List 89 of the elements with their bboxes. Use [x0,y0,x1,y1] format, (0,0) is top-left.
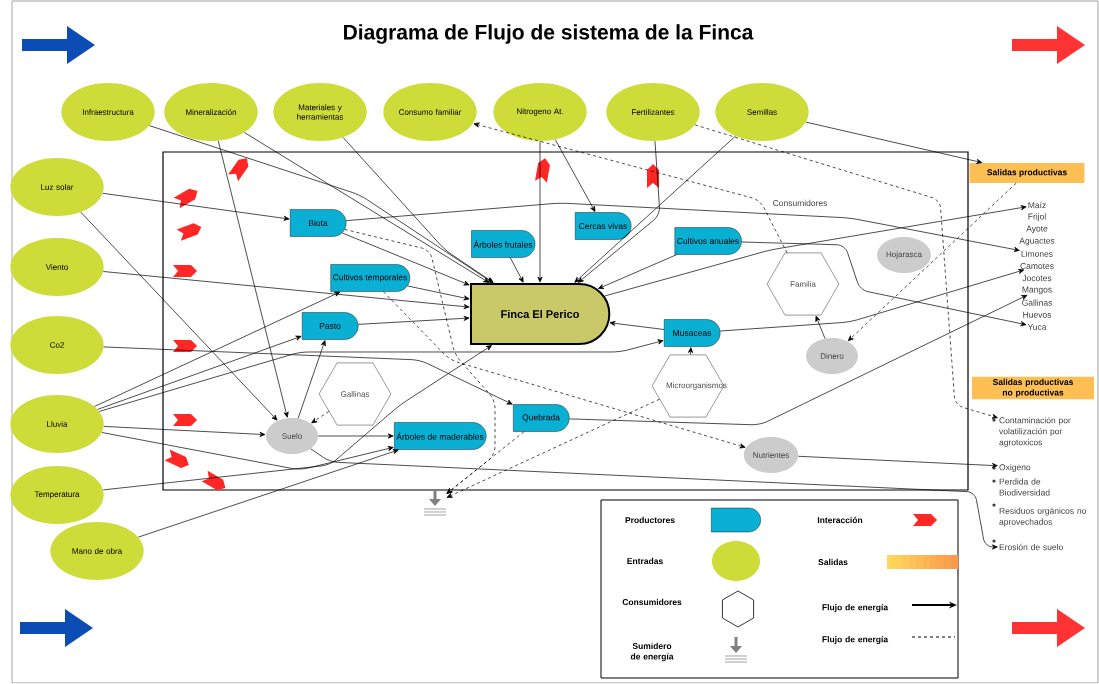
legend-label: Flujo de energía [822,603,889,612]
node-label: Residuos orgánicos no aprovechados [999,507,1087,527]
legend-label: Flujo de energía [822,635,889,644]
output-item: Residuos orgánicos no aprovechados [992,503,1087,527]
producer-box: Musaceas [663,319,721,347]
arrow [94,291,341,407]
arrow [217,140,289,418]
output-item: Yuca [1027,324,1047,330]
arrow [80,211,278,421]
producer-box: Biota [290,209,347,237]
legend-label: Interacción [817,516,863,524]
output-item: Gallinas [1022,299,1053,306]
arrow [509,257,524,283]
arrow [598,254,677,289]
sink-symbol [423,490,447,516]
arrow [741,241,1027,327]
output-item: Limones [1021,250,1053,257]
arrow [609,320,665,330]
arrow [719,268,1025,332]
arrow [99,339,664,412]
arrow [407,285,470,301]
arrow [604,205,1027,297]
arrow [847,182,1017,342]
output-item: Maíz [1028,201,1046,209]
output-box: Salidas productivas no productivas [972,376,1094,400]
arrow [244,132,490,283]
group-label: Consumidores [773,199,828,207]
producer-box: Quebrada [513,404,570,432]
arrow [103,346,513,405]
arrow [815,315,826,339]
consumer-hexagon: Gallinas [318,362,392,426]
arrow [577,140,660,283]
arrow [103,426,266,437]
arrow [574,135,736,283]
producer-box: Árboles frutales [471,230,536,258]
arrow [297,340,326,419]
arrow [102,345,492,491]
output-item: Frijol [1028,213,1046,222]
output-item: Perdida de Biodiversidad [992,478,1050,496]
node-label: Erosión de suelo [999,543,1063,551]
arrow [149,125,493,283]
consumer-hexagon: Microorganismos [651,354,727,418]
output-item: Ayote [1026,225,1048,234]
node-label: Oxigeno [999,464,1031,472]
legend-label: Consumidores [622,598,682,606]
output-item: Contaminación por volatilización por agrotoxicos [992,417,1071,447]
arrow [310,448,998,550]
producer-box: Pasto [301,312,359,340]
arrow [311,411,330,424]
arrow [137,449,399,538]
arrow [345,202,1020,252]
arrow [446,431,525,494]
producer-box: Árboles de maderables [394,422,487,450]
arrow [102,192,290,221]
arrow [357,315,470,325]
producer-box: Cultivos temporales [330,264,411,292]
producer-box: Cultivos anuales [674,227,742,255]
arrow [97,335,302,410]
output-item: Erosión de suelo [992,539,1063,551]
legend-label: Entradas [627,557,663,565]
arrow [383,291,746,449]
arrow [537,140,543,283]
arrow [473,122,788,254]
legend-label: Productores [625,516,675,524]
legend-label: Salidas [818,558,848,566]
arrow [569,294,1028,426]
arrow [341,232,470,286]
arrow [101,432,394,470]
farm-box: Finca El Perico [470,283,611,345]
output-item: Oxigeno [992,464,1031,472]
output-item: Huevos [1023,311,1052,318]
output-item: Jocotes [1022,275,1052,282]
output-item: Camotes [1020,263,1054,269]
legend-label: Sumidero de energía [630,642,674,662]
arrow [342,137,494,283]
output-item: Aguactes [1019,237,1055,246]
arrow [554,139,596,212]
arrow [446,398,660,498]
arrow [688,347,694,356]
arrow [102,271,470,310]
arrow [798,455,998,469]
producer-box: Cercas vivas [575,212,632,240]
arrow [694,124,998,419]
output-item: Mangos [1022,286,1052,295]
consumer-hexagon: Familia [766,252,840,316]
arrow [805,121,983,164]
title: Diagrama de Flujo de sistema de la Finca [344,24,754,44]
output-box: Salidas productivas [969,163,1085,183]
arrow [317,433,394,439]
